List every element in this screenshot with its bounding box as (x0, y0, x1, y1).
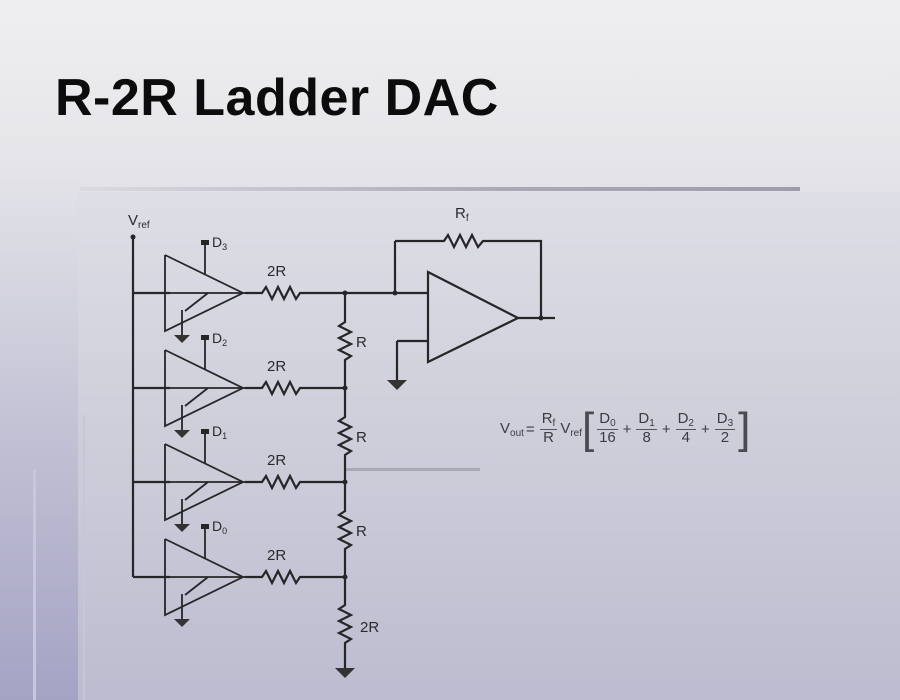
bit-label-d0: D0 (212, 518, 227, 536)
formula-term-d2: D2 4 (675, 410, 696, 447)
svg-text:2R: 2R (267, 547, 286, 564)
bit-label-d1: D1 (212, 423, 227, 441)
vref-label: Vref (128, 212, 150, 231)
svg-text:R: R (356, 523, 367, 540)
formula-term-d0: D0 16 (597, 410, 618, 447)
svg-text:R: R (356, 429, 367, 446)
svg-text:2R: 2R (360, 619, 379, 636)
decorative-panel (78, 192, 900, 700)
formula-gain: Rf R (539, 410, 558, 447)
feedback-resistor-label: Rf (455, 205, 469, 224)
formula-vref: Vref (560, 419, 582, 439)
switch-stage-d0: D0 (133, 518, 246, 627)
vref-node (130, 234, 136, 240)
decorative-left-strip (0, 180, 80, 700)
svg-text:2R: 2R (267, 263, 286, 280)
series-resistors: 2R 2R 2R 2R (245, 263, 345, 586)
formula-term-d1: D1 8 (636, 410, 657, 447)
output-voltage-formula: Vout = Rf R Vref [ D0 16 + D1 8 + D2 4 +… (500, 404, 751, 453)
ground-icon (387, 380, 407, 390)
switch-stage-d2: D2 (133, 330, 246, 438)
ladder-resistors: R R R 2R (335, 290, 379, 678)
decorative-line (345, 468, 480, 471)
svg-text:2R: 2R (267, 358, 286, 375)
switch-stage-d1: D1 (133, 423, 246, 532)
bit-label-d3: D3 (212, 234, 227, 252)
slide-title: R-2R Ladder DAC (55, 69, 499, 127)
decorative-line (83, 415, 85, 700)
svg-text:2R: 2R (267, 452, 286, 469)
bit-label-d2: D2 (212, 330, 227, 348)
svg-text:R: R (356, 334, 367, 351)
switch-stage-d3: D3 (133, 234, 246, 343)
ground-icon (335, 668, 355, 678)
decorative-line (33, 470, 36, 700)
formula-lhs: Vout (500, 419, 524, 439)
decorative-rule (80, 187, 800, 191)
formula-term-d3: D3 2 (714, 410, 736, 447)
op-amp: Rf (345, 205, 555, 390)
